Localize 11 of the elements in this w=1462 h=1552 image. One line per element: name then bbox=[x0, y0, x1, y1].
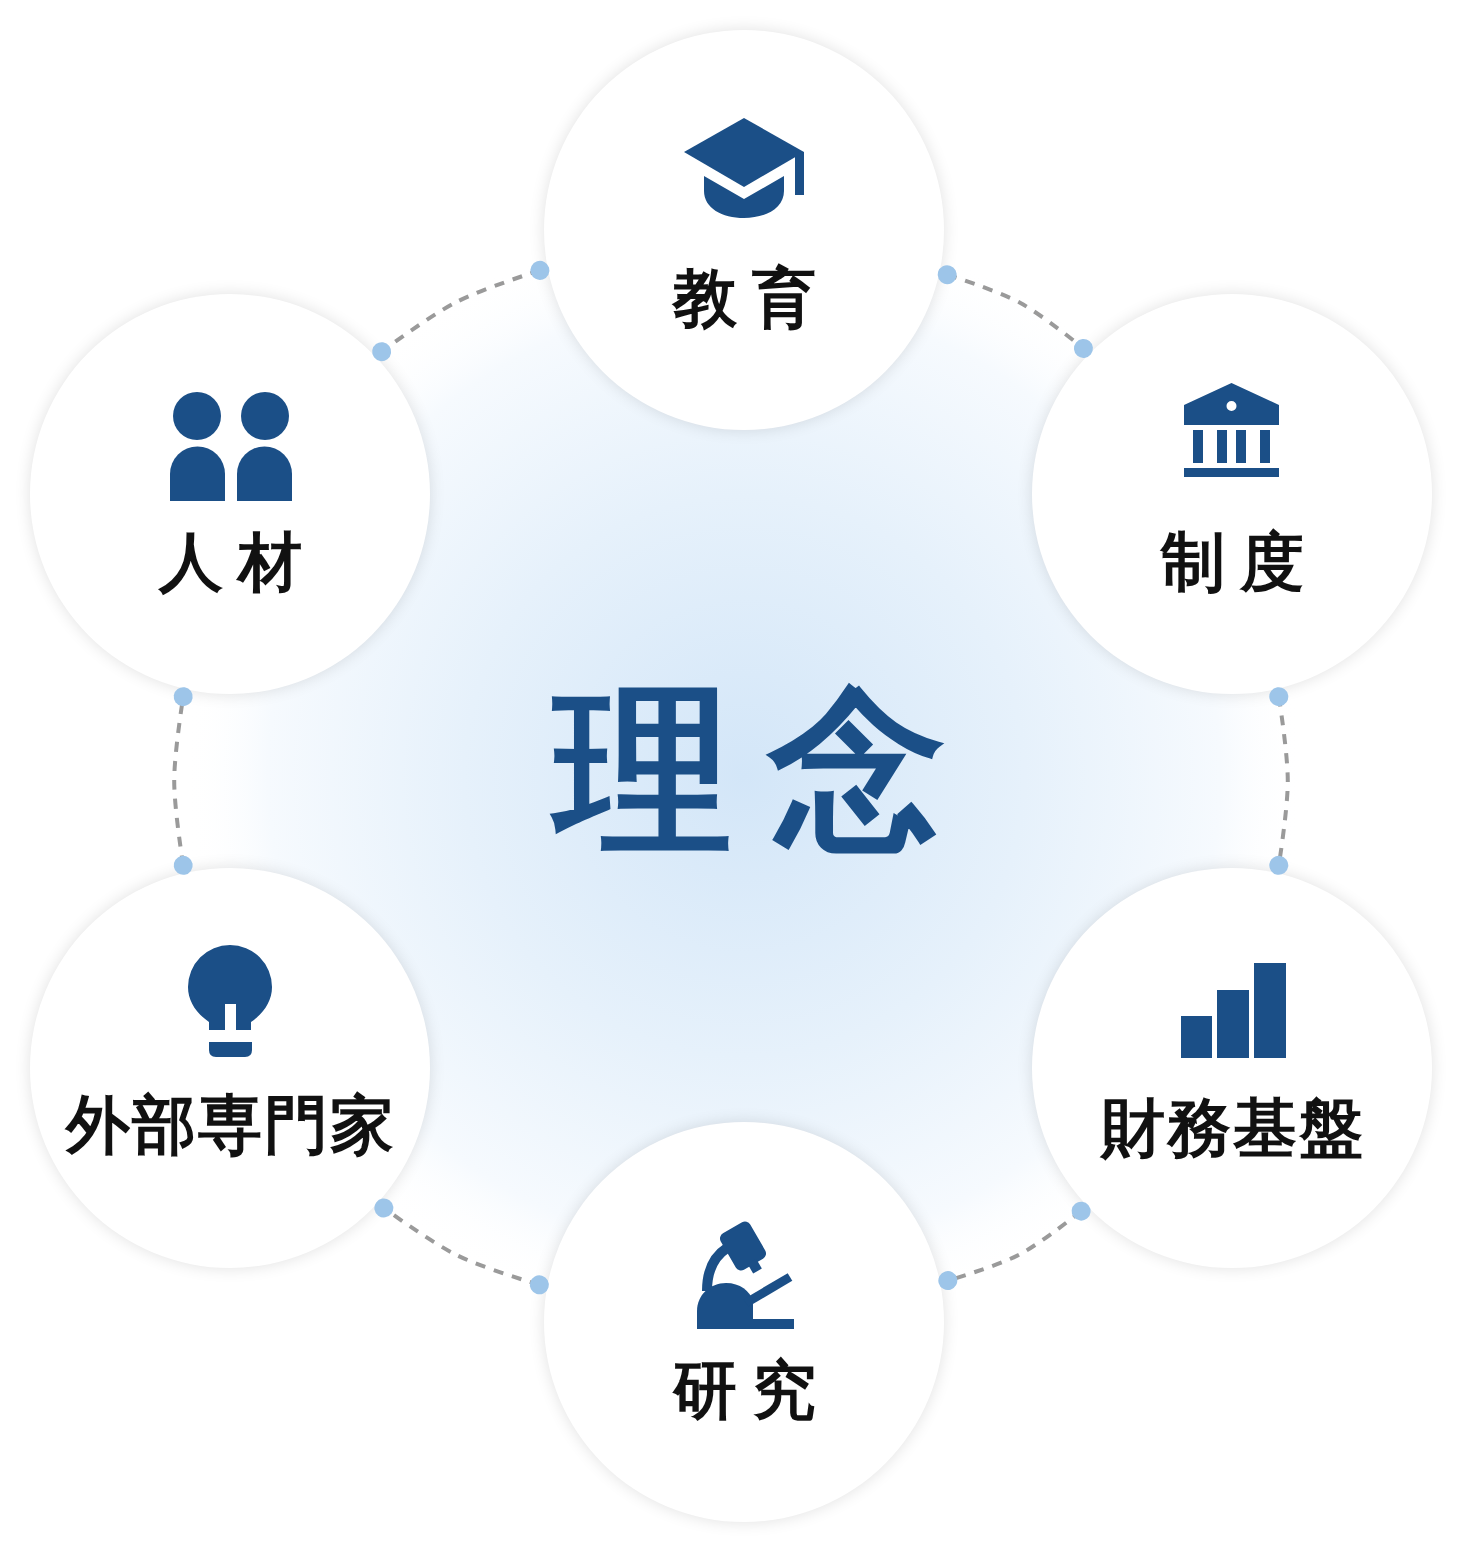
topic-label: 研究 bbox=[672, 1358, 831, 1422]
topic-label: 財務基盤 bbox=[1101, 1096, 1365, 1160]
dashed-connector bbox=[172, 687, 193, 875]
dashed-connector bbox=[372, 260, 550, 362]
topic-label: 外部専門家 bbox=[66, 1093, 396, 1157]
topic-label: 制度 bbox=[1160, 530, 1319, 594]
dashed-connector bbox=[938, 1201, 1091, 1291]
dashed-connector bbox=[1269, 687, 1290, 875]
topic-label: 人材 bbox=[158, 530, 317, 594]
dashed-connector bbox=[374, 1198, 549, 1295]
dashed-connector bbox=[937, 265, 1093, 358]
